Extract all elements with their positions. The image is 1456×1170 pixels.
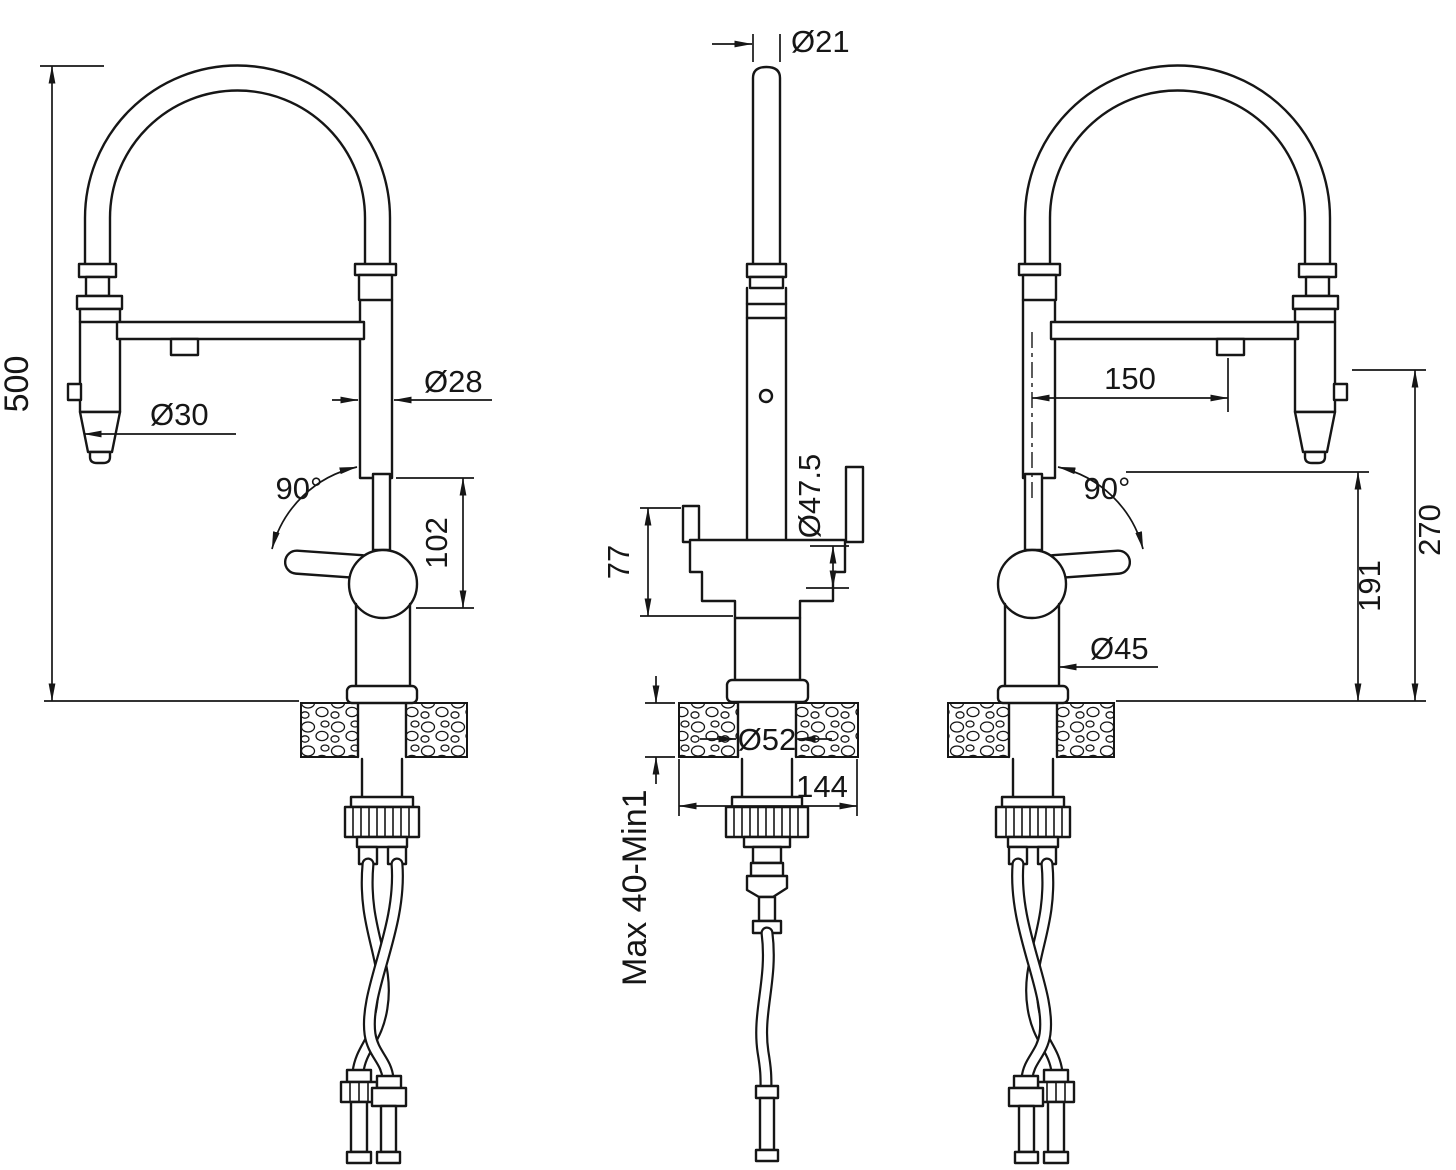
- front-body: [688, 538, 847, 620]
- dim-counter-thickness-label: Max 40-Min1: [616, 789, 654, 986]
- dim-90deg-left-label: 90°: [276, 471, 323, 506]
- dim-body-height-77: 77: [601, 507, 733, 617]
- dim-spout-to-lever-102: 102: [396, 477, 474, 609]
- dim-counter-thickness: Max 40-Min1: [616, 676, 675, 986]
- right-side-view-faucet: [948, 66, 1347, 1164]
- dim-d47-5-label: Ø47.5: [792, 454, 827, 538]
- dim-spray-head-diameter: Ø30: [83, 397, 236, 438]
- dim-outlet-height-191: 191: [1126, 471, 1387, 702]
- dim-body-diameter-47-5: Ø47.5: [792, 454, 849, 589]
- dim-90deg-right-label: 90°: [1084, 471, 1131, 506]
- dim-overall-height-500: 500: [0, 65, 299, 702]
- dim-77-label: 77: [601, 545, 636, 579]
- dim-lever-angle-left: 90°: [271, 466, 358, 550]
- dim-191-label: 191: [1352, 560, 1387, 612]
- dim-spray-height-270: 270: [1116, 369, 1447, 702]
- dim-500-label: 500: [0, 356, 36, 413]
- dim-270-label: 270: [1412, 504, 1447, 556]
- supply-hose-front: [745, 861, 789, 1163]
- dim-lever-angle-right: 90°: [1057, 466, 1144, 550]
- mounting-hardware-front: [724, 757, 810, 865]
- dim-spout-reach-150: 150: [1031, 358, 1229, 412]
- dim-d28-label: Ø28: [424, 364, 483, 399]
- dim-hole-diameter-52: Ø52: [700, 722, 832, 757]
- dim-spout-tube-diameter: Ø28: [332, 364, 492, 404]
- dim-144-label: 144: [796, 769, 848, 804]
- dim-d21-label: Ø21: [791, 24, 850, 59]
- dim-150-label: 150: [1104, 361, 1156, 396]
- base-flange-front: [725, 678, 810, 704]
- dim-102-label: 102: [419, 517, 454, 569]
- dim-base-diameter-45: Ø45: [1058, 631, 1158, 671]
- dim-d52-label: Ø52: [738, 722, 797, 757]
- dim-d45-label: Ø45: [1090, 631, 1149, 666]
- dim-depth-144: 144: [678, 759, 858, 816]
- dim-d30-label: Ø30: [150, 397, 209, 432]
- front-right-tab: [844, 465, 865, 544]
- front-left-tab: [681, 504, 701, 544]
- front-view-faucet: [678, 65, 865, 1163]
- dim-hose-diameter-21: Ø21: [712, 24, 850, 62]
- left-side-view-faucet: [68, 66, 467, 1164]
